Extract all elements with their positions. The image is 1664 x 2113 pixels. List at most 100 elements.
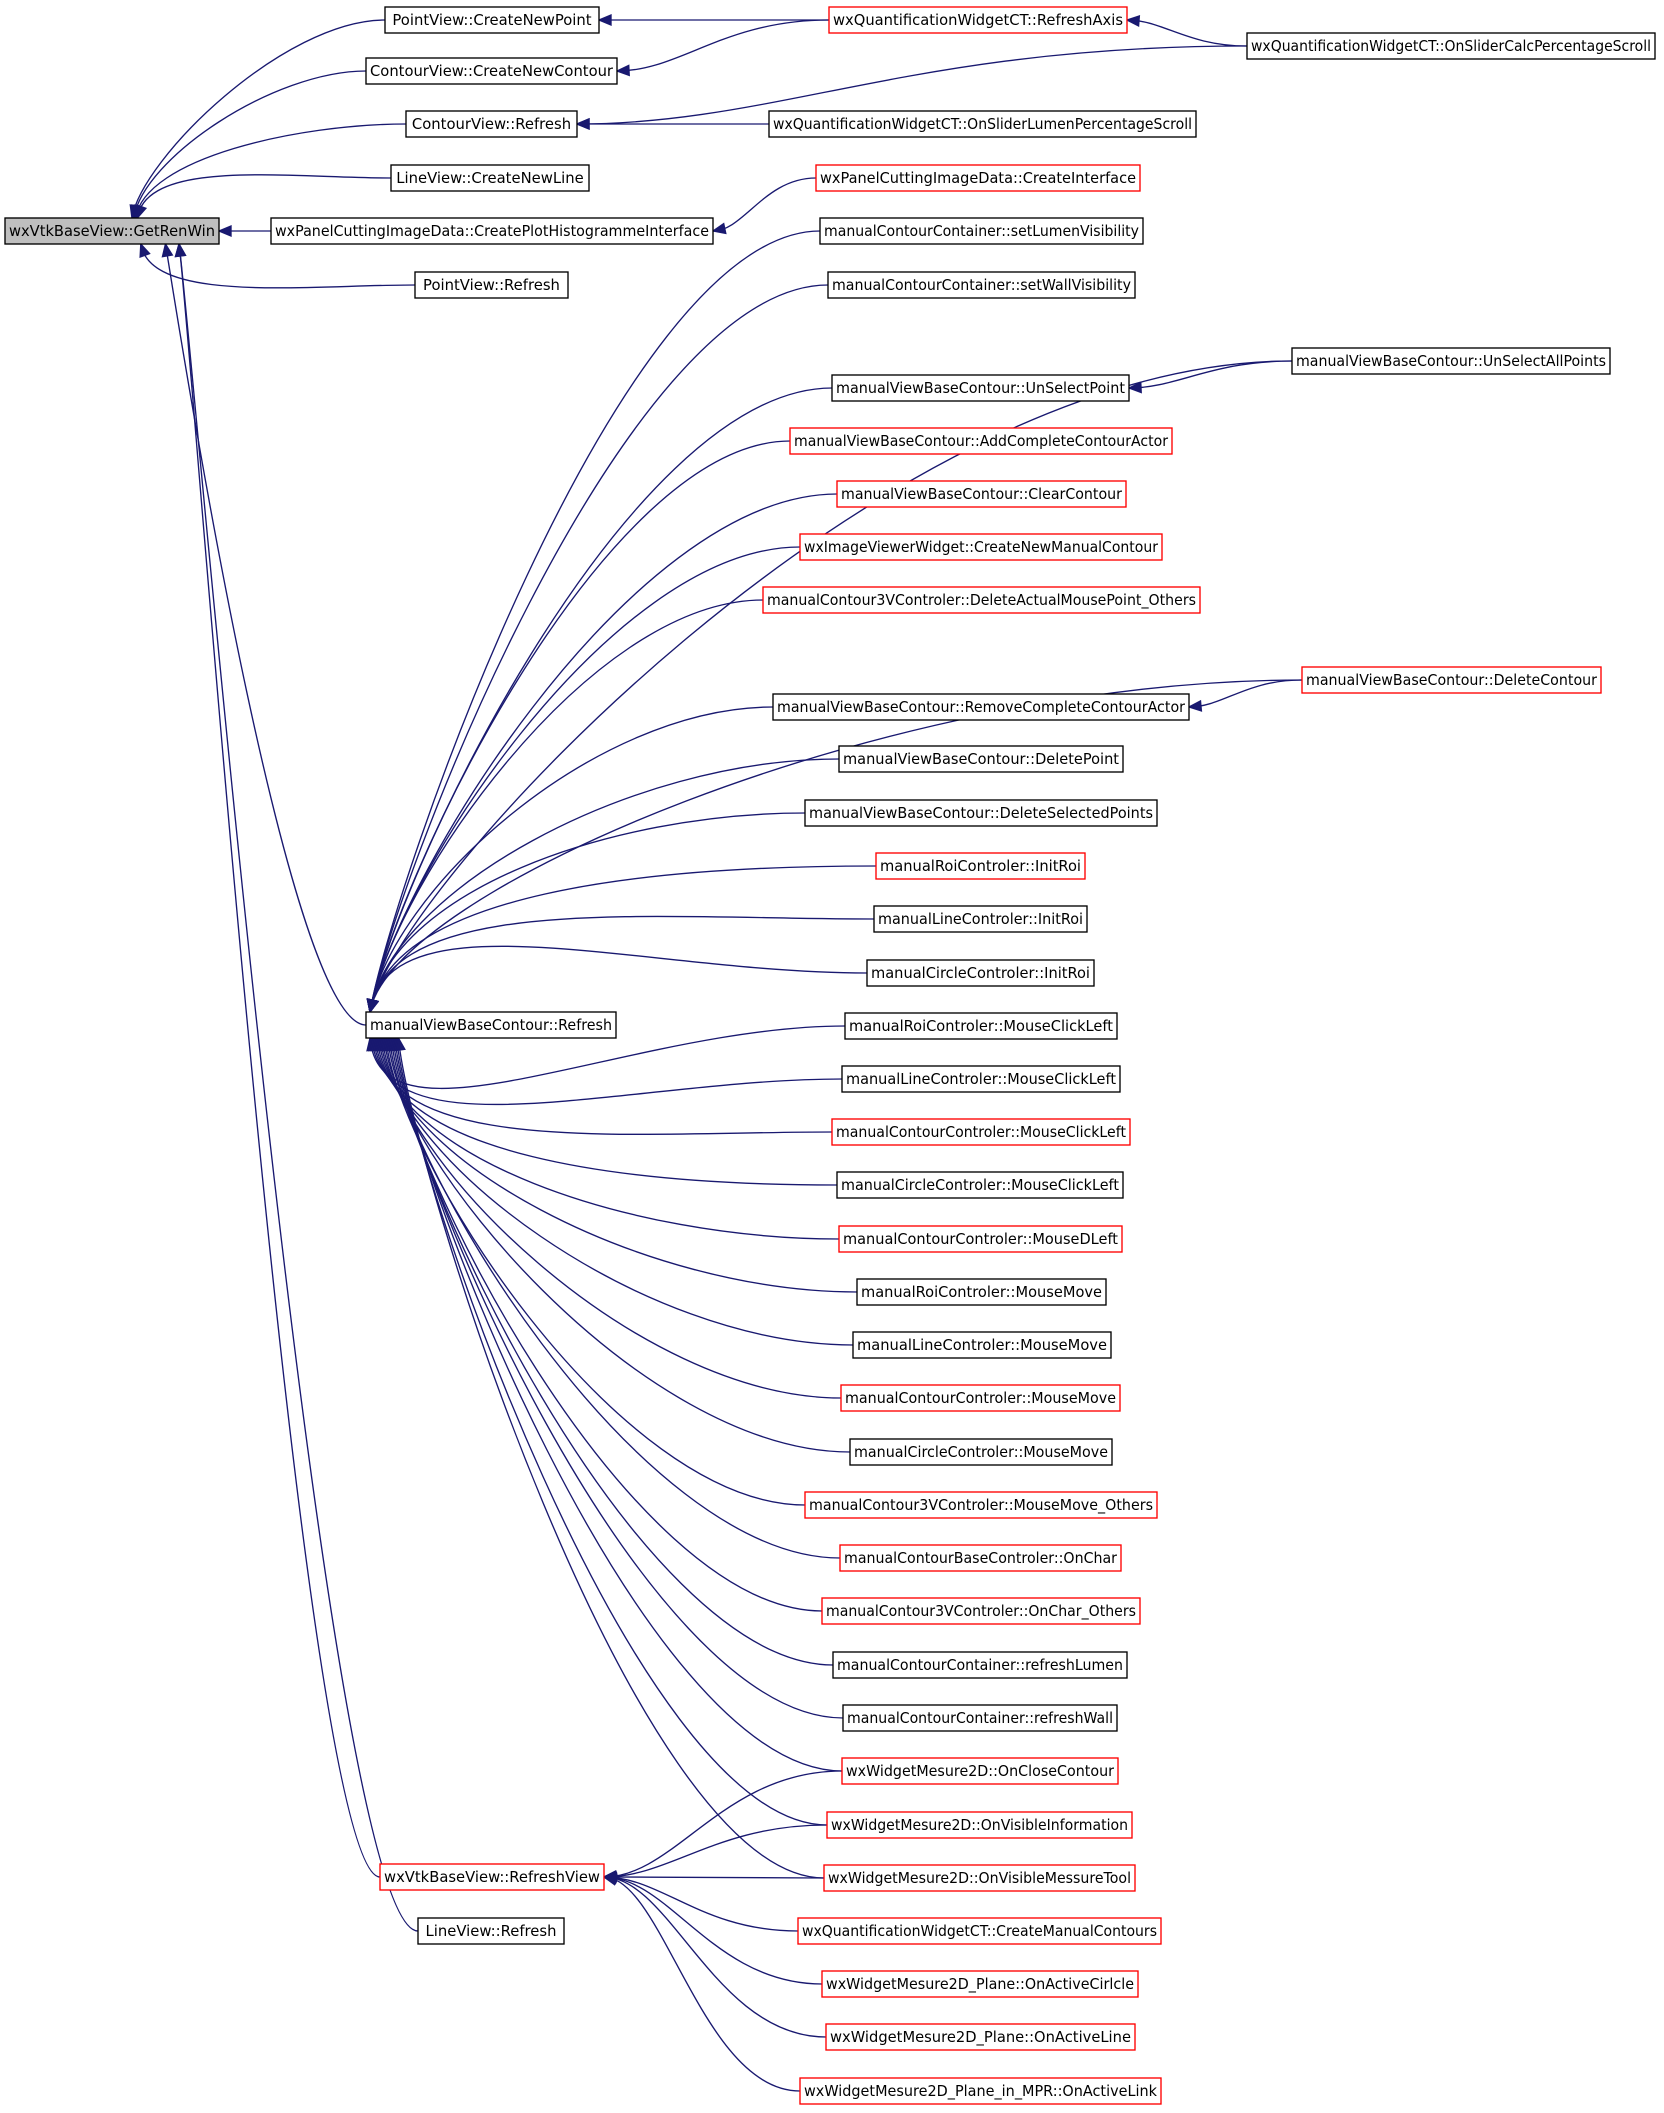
node-box-wvbv_refreshview[interactable]	[379, 1863, 605, 1891]
node-wiv_createnewmanualcontour[interactable]: wxImageViewerWidget::CreateNewManualCont…	[799, 533, 1163, 561]
node-box-pv_refresh[interactable]	[414, 271, 569, 299]
node-box-wiv_createnewmanualcontour[interactable]	[799, 533, 1163, 561]
node-mrc_initroi[interactable]: manualRoiControler::InitRoi	[875, 852, 1086, 880]
node-box-cv_createnewcontour[interactable]	[365, 57, 618, 85]
node-mvbc_unselectpoint[interactable]: manualViewBaseContour::UnSelectPoint	[831, 374, 1130, 402]
node-box-wm2dpmpr_onactivelink[interactable]	[799, 2077, 1162, 2105]
node-getrenwin[interactable]: wxVtkBaseView::GetRenWin	[4, 217, 220, 245]
node-mrc_mousemove[interactable]: manualRoiControler::MouseMove	[856, 1278, 1107, 1306]
node-mvbc_unselectallpoints[interactable]: manualViewBaseContour::UnSelectAllPoints	[1291, 347, 1611, 375]
node-box-mlc_mousemove[interactable]	[852, 1331, 1112, 1359]
node-box-wm2d_onvisibleinformation[interactable]	[826, 1811, 1133, 1839]
node-box-wm2dp_onactiveline[interactable]	[825, 2023, 1136, 2051]
node-wvbv_refreshview[interactable]: wxVtkBaseView::RefreshView	[379, 1863, 605, 1891]
node-mcc_refreshwall[interactable]: manualContourContainer::refreshWall	[842, 1704, 1118, 1732]
node-mrc_mouseclickleft[interactable]: manualRoiControler::MouseClickLeft	[844, 1012, 1118, 1040]
node-wxpanel_createinterface[interactable]: wxPanelCuttingImageData::CreateInterface	[815, 164, 1141, 192]
node-box-pv_createnewpoint[interactable]	[384, 6, 600, 34]
node-box-wxpanel_createinterface[interactable]	[815, 164, 1141, 192]
node-lv_createnewline[interactable]: LineView::CreateNewLine	[390, 164, 590, 192]
node-pv_refresh[interactable]: PointView::Refresh	[414, 271, 569, 299]
node-mcc_refreshlumen[interactable]: manualContourContainer::refreshLumen	[832, 1651, 1128, 1679]
node-mvbc_removecompletecontouractor[interactable]: manualViewBaseContour::RemoveCompleteCon…	[772, 693, 1190, 721]
node-wqw_refreshaxis[interactable]: wxQuantificationWidgetCT::RefreshAxis	[828, 6, 1128, 34]
node-box-mcirc_initroi[interactable]	[866, 959, 1095, 987]
node-box-mcc_setwallvisibility[interactable]	[827, 271, 1136, 299]
node-box-mlc_initroi[interactable]	[873, 905, 1088, 933]
node-mcbc_onchar[interactable]: manualContourBaseControler::OnChar	[839, 1544, 1122, 1572]
node-box-lv_createnewline[interactable]	[390, 164, 590, 192]
node-wxpanel_createplot[interactable]: wxPanelCuttingImageData::CreatePlotHisto…	[270, 217, 714, 245]
node-mvbc_addcompletecontouractor[interactable]: manualViewBaseContour::AddCompleteContou…	[789, 427, 1173, 455]
node-mlc_initroi[interactable]: manualLineControler::InitRoi	[873, 905, 1088, 933]
node-mcontc_mouseclickleft[interactable]: manualContourControler::MouseClickLeft	[831, 1118, 1131, 1146]
node-lv_refresh[interactable]: LineView::Refresh	[417, 1917, 565, 1945]
node-box-mcc_refreshwall[interactable]	[842, 1704, 1118, 1732]
node-wm2d_onvisiblemessuretool[interactable]: wxWidgetMesure2D::OnVisibleMessureTool	[823, 1864, 1136, 1892]
node-box-cv_refresh[interactable]	[405, 110, 578, 138]
node-box-mcirc_mousemove[interactable]	[849, 1438, 1113, 1466]
node-box-wm2d_onvisiblemessuretool[interactable]	[823, 1864, 1136, 1892]
node-mvbc_clearcontour[interactable]: manualViewBaseContour::ClearContour	[836, 480, 1127, 508]
node-box-mcontc_mousedleft[interactable]	[838, 1225, 1123, 1253]
node-cv_createnewcontour[interactable]: ContourView::CreateNewContour	[365, 57, 618, 85]
node-box-mlc_mouseclickleft[interactable]	[841, 1065, 1121, 1093]
node-mcontc_mousedleft[interactable]: manualContourControler::MouseDLeft	[838, 1225, 1123, 1253]
node-wqw_onsliderlumen[interactable]: wxQuantificationWidgetCT::OnSliderLumenP…	[768, 110, 1197, 138]
node-mcirc_initroi[interactable]: manualCircleControler::InitRoi	[866, 959, 1095, 987]
node-wm2dp_onactivecirlcle[interactable]: wxWidgetMesure2D_Plane::OnActiveCirlcle	[821, 1970, 1139, 1998]
node-mc3v_onchar_others[interactable]: manualContour3VControler::OnChar_Others	[821, 1597, 1141, 1625]
node-pv_createnewpoint[interactable]: PointView::CreateNewPoint	[384, 6, 600, 34]
node-box-mc3v_onchar_others[interactable]	[821, 1597, 1141, 1625]
node-wm2d_onclosecontour[interactable]: wxWidgetMesure2D::OnCloseContour	[841, 1757, 1119, 1785]
node-wqw_createmanualcontours[interactable]: wxQuantificationWidgetCT::CreateManualCo…	[797, 1917, 1162, 1945]
node-box-mcontc_mousemove[interactable]	[840, 1384, 1121, 1412]
node-box-wqw_onslidercalc[interactable]	[1246, 32, 1656, 60]
node-box-mvbc_deletepoint[interactable]	[838, 745, 1124, 773]
node-box-lv_refresh[interactable]	[417, 1917, 565, 1945]
node-box-wqw_onsliderlumen[interactable]	[768, 110, 1197, 138]
node-box-mc3v_deleteactualmousepoint[interactable]	[762, 586, 1201, 614]
node-box-mrc_mousemove[interactable]	[856, 1278, 1107, 1306]
node-box-mvbc_removecompletecontouractor[interactable]	[772, 693, 1190, 721]
node-mvbc_deletecontour[interactable]: manualViewBaseContour::DeleteContour	[1301, 666, 1602, 694]
node-box-mvbc_refresh[interactable]	[365, 1011, 617, 1039]
node-mc3v_deleteactualmousepoint[interactable]: manualContour3VControler::DeleteActualMo…	[762, 586, 1201, 614]
node-mcirc_mousemove[interactable]: manualCircleControler::MouseMove	[849, 1438, 1113, 1466]
node-box-mc3v_mousemove_others[interactable]	[804, 1491, 1158, 1519]
node-box-mvbc_deletecontour[interactable]	[1301, 666, 1602, 694]
node-box-wxpanel_createplot[interactable]	[270, 217, 714, 245]
node-mcirc_mouseclickleft[interactable]: manualCircleControler::MouseClickLeft	[836, 1171, 1124, 1199]
node-mvbc_deleteselectedpoints[interactable]: manualViewBaseContour::DeleteSelectedPoi…	[804, 799, 1158, 827]
node-wm2d_onvisibleinformation[interactable]: wxWidgetMesure2D::OnVisibleInformation	[826, 1811, 1133, 1839]
node-box-mrc_mouseclickleft[interactable]	[844, 1012, 1118, 1040]
node-wm2dpmpr_onactivelink[interactable]: wxWidgetMesure2D_Plane_in_MPR::OnActiveL…	[799, 2077, 1162, 2105]
node-box-mrc_initroi[interactable]	[875, 852, 1086, 880]
node-box-mcontc_mouseclickleft[interactable]	[831, 1118, 1131, 1146]
node-box-wm2d_onclosecontour[interactable]	[841, 1757, 1119, 1785]
node-wm2dp_onactiveline[interactable]: wxWidgetMesure2D_Plane::OnActiveLine	[825, 2023, 1136, 2051]
node-box-mvbc_clearcontour[interactable]	[836, 480, 1127, 508]
node-box-mvbc_unselectpoint[interactable]	[831, 374, 1130, 402]
node-box-mcc_setlumenvisibility[interactable]	[819, 217, 1144, 245]
node-mcontc_mousemove[interactable]: manualContourControler::MouseMove	[840, 1384, 1121, 1412]
node-box-wqw_createmanualcontours[interactable]	[797, 1917, 1162, 1945]
node-mvbc_refresh[interactable]: manualViewBaseContour::Refresh	[365, 1011, 617, 1039]
node-box-mcbc_onchar[interactable]	[839, 1544, 1122, 1572]
node-box-mvbc_addcompletecontouractor[interactable]	[789, 427, 1173, 455]
node-mlc_mousemove[interactable]: manualLineControler::MouseMove	[852, 1331, 1112, 1359]
node-mc3v_mousemove_others[interactable]: manualContour3VControler::MouseMove_Othe…	[804, 1491, 1158, 1519]
node-mlc_mouseclickleft[interactable]: manualLineControler::MouseClickLeft	[841, 1065, 1121, 1093]
node-wqw_onslidercalc[interactable]: wxQuantificationWidgetCT::OnSliderCalcPe…	[1246, 32, 1656, 60]
node-box-mcc_refreshlumen[interactable]	[832, 1651, 1128, 1679]
node-box-mvbc_deleteselectedpoints[interactable]	[804, 799, 1158, 827]
node-box-mcirc_mouseclickleft[interactable]	[836, 1171, 1124, 1199]
node-mcc_setlumenvisibility[interactable]: manualContourContainer::setLumenVisibili…	[819, 217, 1144, 245]
node-mvbc_deletepoint[interactable]: manualViewBaseContour::DeletePoint	[838, 745, 1124, 773]
node-box-wqw_refreshaxis[interactable]	[828, 6, 1128, 34]
node-box-getrenwin[interactable]	[4, 217, 220, 245]
node-box-mvbc_unselectallpoints[interactable]	[1291, 347, 1611, 375]
node-cv_refresh[interactable]: ContourView::Refresh	[405, 110, 578, 138]
node-box-wm2dp_onactivecirlcle[interactable]	[821, 1970, 1139, 1998]
node-mcc_setwallvisibility[interactable]: manualContourContainer::setWallVisibilit…	[827, 271, 1136, 299]
